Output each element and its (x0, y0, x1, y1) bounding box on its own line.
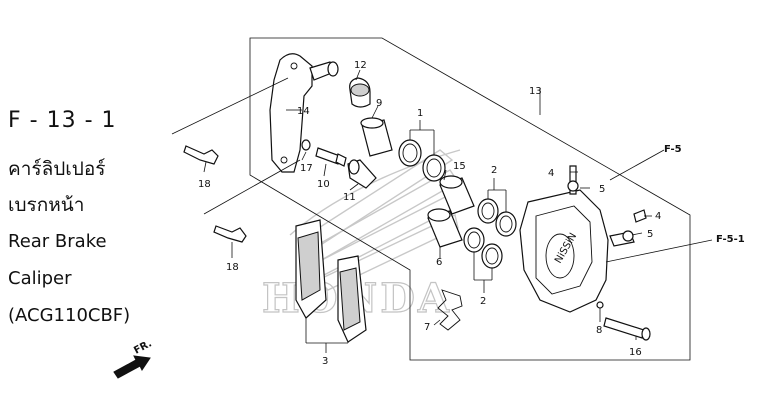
dust-seal-parts (463, 198, 517, 269)
front-direction-label: FR. (132, 338, 154, 356)
callout-17: 17 (300, 163, 313, 174)
assembly-outline (249, 37, 691, 361)
callout-9: 9 (376, 98, 382, 109)
callout-4-top: 4 (548, 168, 554, 179)
pad-spring-part (437, 289, 463, 331)
callout-2-top: 2 (491, 165, 497, 176)
caliper-pin-part (596, 301, 651, 341)
callout-5-top: 5 (599, 184, 605, 195)
piston-seal-parts (398, 139, 446, 182)
callout-18-top: 18 (198, 179, 211, 190)
title-block: F - 13 - 1 คาร์ลิปเปอร์ เบรกหน้า Rear Br… (8, 108, 168, 334)
front-direction-arrow-icon (113, 355, 151, 379)
title-english-line1: Rear Brake (8, 231, 107, 252)
brake-pad-parts (295, 219, 367, 343)
callout-1: 1 (417, 108, 423, 119)
pin-boot-part (349, 77, 371, 108)
callout-7: 7 (424, 322, 430, 333)
title-english-line2: Caliper (8, 268, 72, 289)
leader-lines (171, 69, 713, 353)
caliper-body-part: NiSSiN (519, 165, 647, 313)
page-ref-f5-1[interactable]: F-5-1 (716, 234, 745, 245)
sleeve-part (360, 117, 393, 157)
callout-10: 10 (317, 179, 330, 190)
title-thai-line1: คาร์ลิปเปอร์ (8, 158, 106, 180)
callout-15: 15 (453, 161, 466, 172)
model-code: (ACG110CBF) (8, 305, 131, 326)
callout-2-bottom: 2 (480, 296, 486, 307)
callout-3: 3 (322, 356, 328, 367)
mounting-bolt-parts (183, 145, 247, 243)
callout-5-right: 5 (647, 229, 653, 240)
callout-8: 8 (596, 325, 602, 336)
callout-11: 11 (343, 192, 356, 203)
callout-4-right: 4 (655, 211, 661, 222)
callout-18-bottom: 18 (226, 262, 239, 273)
page-ref-f5[interactable]: F-5 (664, 144, 682, 155)
callout-16: 16 (629, 347, 642, 358)
pin-bolt-parts (301, 139, 377, 189)
callout-6: 6 (436, 257, 442, 268)
title-thai-line2: เบรกหน้า (8, 194, 85, 216)
callout-13: 13 (529, 86, 542, 97)
caliper-bracket-part (269, 53, 339, 173)
piston-parts (427, 175, 475, 248)
callout-14: 14 (297, 106, 310, 117)
callout-12: 12 (354, 60, 367, 71)
section-code: F - 13 - 1 (8, 108, 117, 133)
